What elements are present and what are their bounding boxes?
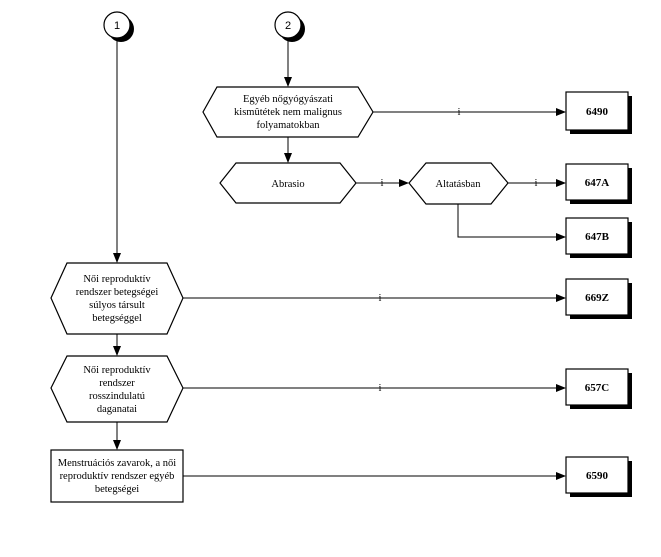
- decision-altatasban: Altatásban: [408, 162, 509, 205]
- svg-text:Abrasio: Abrasio: [271, 179, 304, 190]
- svg-text:kismûtétek nem malignus: kismûtétek nem malignus: [234, 107, 342, 118]
- svg-text:647A: 647A: [585, 177, 610, 189]
- edge-label: i: [535, 178, 538, 189]
- code-box-6490: 6490: [565, 91, 632, 134]
- decision-abrasio: Abrasio: [219, 162, 357, 204]
- code-box-647B: 647B: [565, 217, 632, 258]
- connector-2: 2: [274, 11, 305, 42]
- edge-labels: i i i i i: [379, 107, 538, 394]
- edge-label: i: [379, 383, 382, 394]
- edge-label: i: [379, 293, 382, 304]
- svg-text:Menstruációs zavarok, a női: Menstruációs zavarok, a női: [58, 458, 176, 469]
- svg-text:rendszer: rendszer: [99, 378, 135, 389]
- svg-text:betegségei: betegségei: [95, 484, 139, 495]
- svg-text:Női reproduktív: Női reproduktív: [83, 365, 151, 376]
- svg-text:betegséggel: betegséggel: [92, 313, 142, 324]
- svg-text:Női reproduktív: Női reproduktív: [83, 274, 151, 285]
- svg-text:Altatásban: Altatásban: [436, 179, 482, 190]
- connector-1-label: 1: [114, 20, 120, 32]
- connector-1: 1: [103, 11, 134, 42]
- svg-text:669Z: 669Z: [585, 292, 609, 304]
- connector-2-label: 2: [285, 20, 291, 32]
- edge-label: i: [381, 178, 384, 189]
- svg-text:657C: 657C: [585, 382, 610, 394]
- process-menstruacios-zavarok: Menstruációs zavarok, a női reproduktív …: [50, 449, 184, 503]
- decision-egyeb-nogyogyaszati: Egyéb nőgyógyászati kismûtétek nem malig…: [202, 86, 374, 138]
- svg-text:reproduktív rendszer egyéb: reproduktív rendszer egyéb: [60, 471, 175, 482]
- code-box-669Z: 669Z: [565, 278, 632, 319]
- code-box-6590: 6590: [565, 456, 632, 497]
- svg-text:súlyos társult: súlyos társult: [89, 300, 145, 311]
- code-box-657C: 657C: [565, 368, 632, 409]
- svg-text:Egyéb nőgyógyászati: Egyéb nőgyógyászati: [243, 94, 333, 105]
- svg-text:6590: 6590: [586, 470, 609, 482]
- svg-text:rosszindulatú: rosszindulatú: [89, 391, 146, 402]
- code-box-647A: 647A: [565, 163, 632, 204]
- svg-text:6490: 6490: [586, 106, 609, 118]
- svg-text:647B: 647B: [585, 231, 610, 243]
- svg-text:daganatai: daganatai: [97, 404, 137, 415]
- svg-text:folyamatokban: folyamatokban: [257, 120, 321, 131]
- edge-d3-647B: [457, 204, 566, 241]
- decision-noi-reproduktiv-sulyos: Női reproduktív rendszer betegségei súly…: [50, 262, 184, 335]
- svg-text:rendszer betegségei: rendszer betegségei: [76, 287, 159, 298]
- decision-noi-reproduktiv-rosszindulatu: Női reproduktív rendszer rosszindulatú d…: [50, 355, 184, 423]
- edge-label: i: [458, 107, 461, 118]
- flow-edges: [113, 38, 566, 480]
